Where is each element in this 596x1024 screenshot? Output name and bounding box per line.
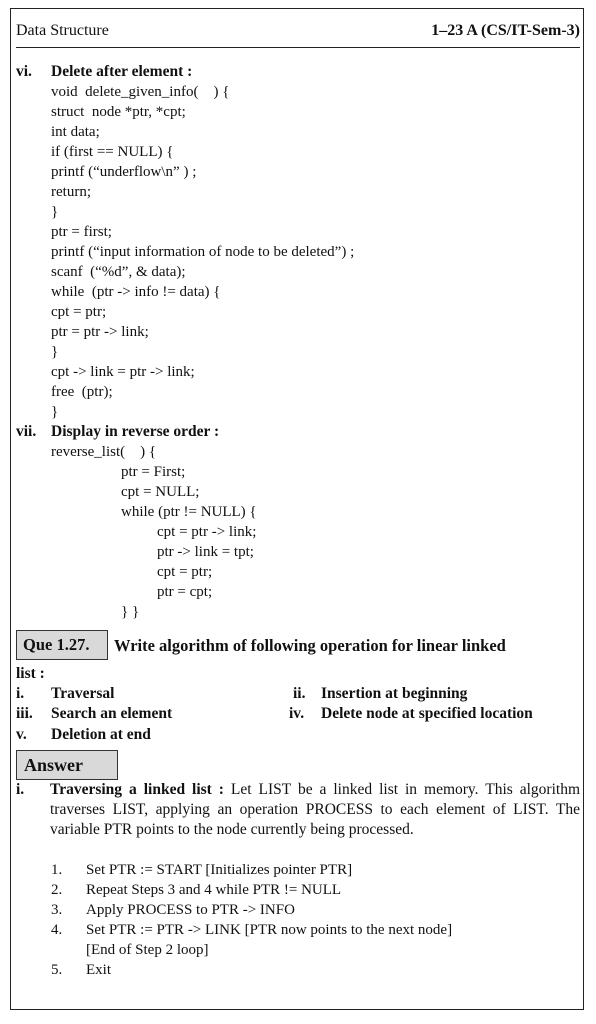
- code-line: }: [51, 404, 59, 420]
- code-line: reverse_list( ) {: [51, 444, 157, 460]
- code-line: cpt = NULL;: [121, 484, 200, 500]
- code-line: }: [51, 344, 59, 360]
- option-number: iv.: [289, 705, 305, 722]
- code-line: ptr = first;: [51, 224, 112, 240]
- option-number: iii.: [16, 705, 33, 722]
- question-text-cont: list :: [16, 665, 45, 682]
- answer-body: Let LIST be a linked list in memory. Thi…: [50, 781, 581, 838]
- option-number: v.: [16, 726, 27, 743]
- code-line: printf (“input information of node to be…: [51, 244, 355, 260]
- answer-paragraph: Traversing a linked list : Let LIST be a…: [50, 780, 580, 840]
- running-header: Data Structure 1–23 A (CS/IT-Sem-3): [16, 22, 580, 42]
- step-number: 1.: [51, 862, 63, 878]
- option-text: Search an element: [51, 705, 173, 722]
- option-text: Traversal: [51, 685, 115, 702]
- step-text: Set PTR := PTR -> LINK [PTR now points t…: [86, 922, 453, 938]
- code-line: if (first == NULL) {: [51, 144, 174, 160]
- option-text: Delete node at specified location: [321, 705, 533, 722]
- code-line: while (ptr -> info != data) {: [51, 284, 221, 300]
- code-line: void delete_given_info( ) {: [51, 84, 230, 100]
- code-line: ptr -> link = tpt;: [157, 544, 254, 560]
- header-rule: [16, 47, 580, 48]
- code-line: }: [51, 204, 59, 220]
- code-line: scanf (“%d”, & data);: [51, 264, 186, 280]
- question-text: Write algorithm of following operation f…: [114, 636, 506, 655]
- section-vi-title: Delete after element :: [51, 63, 193, 80]
- code-line: free (ptr);: [51, 384, 113, 400]
- step-text: Repeat Steps 3 and 4 while PTR != NULL: [86, 882, 342, 898]
- code-line: struct node *ptr, *cpt;: [51, 104, 186, 120]
- code-line: int data;: [51, 124, 100, 140]
- step-text: Exit: [86, 962, 111, 978]
- code-line: cpt = ptr;: [51, 304, 107, 320]
- step-number: 3.: [51, 902, 63, 918]
- step-text: Apply PROCESS to PTR -> INFO: [86, 902, 295, 918]
- code-line: cpt -> link = ptr -> link;: [51, 364, 195, 380]
- code-line: ptr = ptr -> link;: [51, 324, 149, 340]
- option-number: ii.: [293, 685, 306, 702]
- section-vii-marker: vii.: [16, 423, 37, 440]
- step-number: 2.: [51, 882, 63, 898]
- code-line: cpt = ptr -> link;: [157, 524, 257, 540]
- code-line: } }: [121, 604, 140, 620]
- step-number: 5.: [51, 962, 63, 978]
- code-line: cpt = ptr;: [157, 564, 213, 580]
- code-line: printf (“underflow\n” ) ;: [51, 164, 197, 180]
- step-number: 4.: [51, 922, 63, 938]
- header-page-ref: 1–23 A (CS/IT-Sem-3): [431, 22, 580, 39]
- answer-label-box: Answer: [16, 750, 118, 780]
- step-text: [End of Step 2 loop]: [86, 942, 209, 958]
- answer-item-marker: i.: [16, 781, 25, 798]
- code-line: while (ptr != NULL) {: [121, 504, 257, 520]
- code-line: return;: [51, 184, 91, 200]
- step-text: Set PTR := START [Initializes pointer PT…: [86, 862, 353, 878]
- question-label-box: Que 1.27.: [16, 630, 108, 660]
- option-number: i.: [16, 685, 25, 702]
- code-line: ptr = cpt;: [157, 584, 213, 600]
- header-title: Data Structure: [16, 22, 109, 39]
- answer-lead: Traversing a linked list :: [50, 781, 224, 798]
- code-line: ptr = First;: [121, 464, 186, 480]
- section-vi-marker: vi.: [16, 63, 32, 80]
- option-text: Insertion at beginning: [321, 685, 468, 702]
- section-vii-title: Display in reverse order :: [51, 423, 220, 440]
- page-frame: [10, 8, 584, 1010]
- option-text: Deletion at end: [51, 726, 151, 743]
